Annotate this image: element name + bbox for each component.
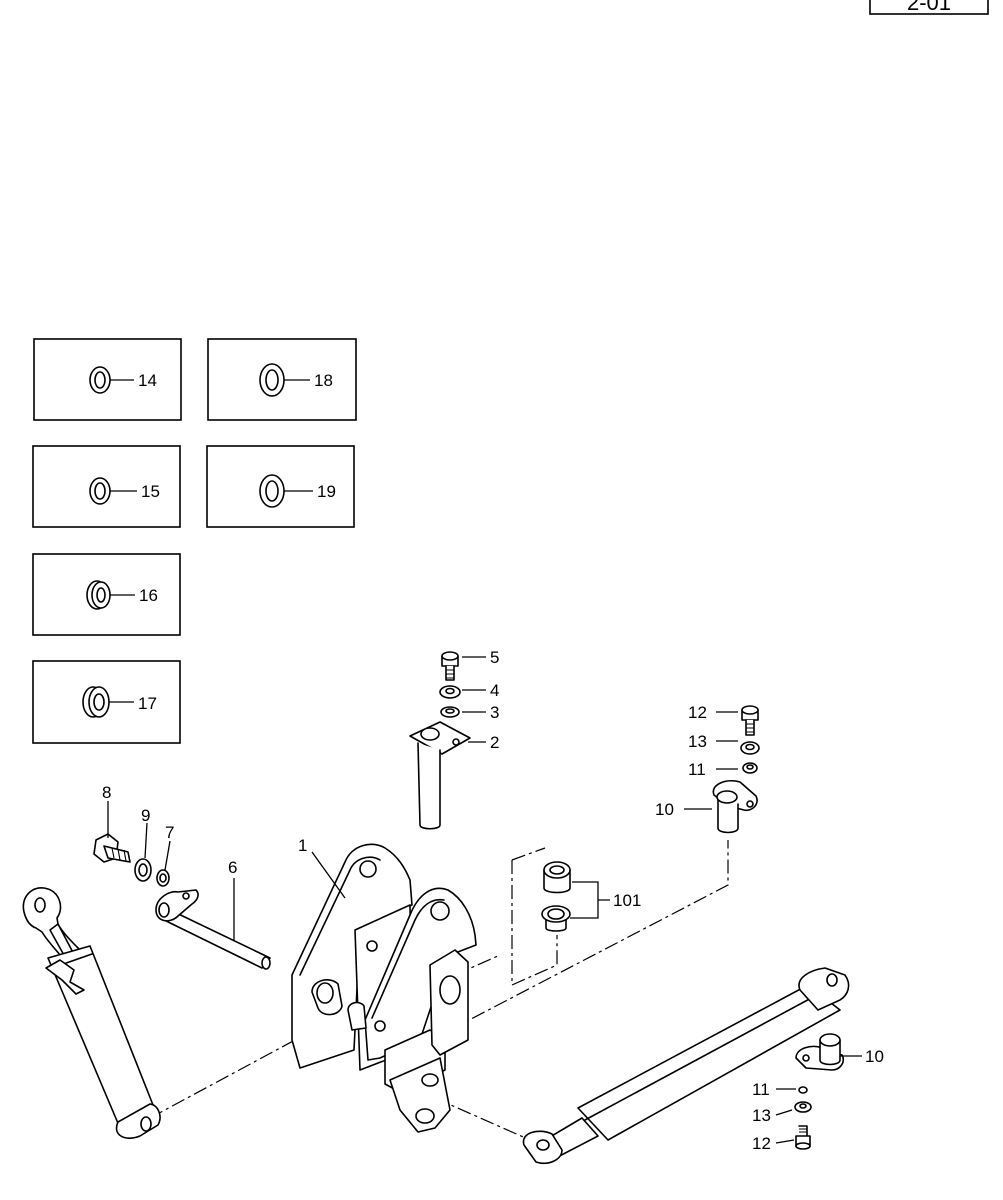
leader-lines: [107, 656, 862, 1144]
washer-13-top: [740, 741, 760, 755]
pin-10-bottom: [795, 1033, 845, 1071]
washer-7: [156, 869, 170, 887]
label-10-bottom: 10: [865, 1047, 884, 1066]
label-13-top: 13: [688, 732, 707, 751]
inset-box-16: 16: [32, 553, 181, 636]
label-5: 5: [490, 648, 499, 667]
label-11-bottom: 11: [752, 1080, 770, 1099]
inset-label-17: 17: [138, 694, 157, 713]
inset-box-17: 17: [32, 660, 181, 744]
inset-box-19: 19: [206, 445, 355, 528]
inset-label-15: 15: [141, 482, 160, 501]
pin-10-top: [712, 780, 758, 834]
bolt-5: [441, 651, 459, 681]
label-6: 6: [228, 858, 237, 877]
bolt-12-bottom: [795, 1125, 811, 1150]
label-8: 8: [102, 783, 111, 802]
label-12-bottom: 12: [752, 1134, 771, 1153]
label-10-top: 10: [655, 800, 674, 819]
page-id-text: 2-01: [907, 0, 951, 15]
pin-6: [155, 889, 271, 970]
callout-labels: 5 4 3 2 1 6 8 9 7 12 13 11 10 101 10 11 …: [102, 648, 884, 1153]
bracket-1: [291, 843, 477, 1133]
right-hydraulic-cylinder: [522, 967, 850, 1165]
label-9: 9: [141, 806, 150, 825]
washer-11-bottom: [798, 1086, 808, 1094]
pin-2: [409, 721, 471, 830]
label-4: 4: [490, 681, 499, 700]
label-3: 3: [490, 703, 499, 722]
label-2: 2: [490, 733, 499, 752]
inset-box-15: 15: [32, 445, 181, 528]
label-101: 101: [613, 891, 641, 910]
washer-13-bottom: [794, 1101, 812, 1113]
washer-11-top: [742, 762, 758, 774]
label-7: 7: [165, 823, 174, 842]
label-11-top: 11: [688, 760, 706, 779]
bolt-12-top: [741, 705, 759, 736]
washer-4: [439, 685, 461, 699]
inset-box-18: 18: [207, 338, 357, 421]
inset-label-18: 18: [314, 371, 333, 390]
inset-box-14: 14: [33, 338, 182, 421]
label-13-bottom: 13: [752, 1106, 771, 1125]
washer-19-icon: [259, 474, 285, 508]
bolt-8: [93, 833, 131, 863]
washer-15-icon: [89, 477, 111, 505]
label-1: 1: [298, 836, 307, 855]
page-id-tag: 2-01: [869, 0, 989, 15]
washer-14-icon: [89, 366, 111, 394]
inset-label-14: 14: [138, 371, 157, 390]
left-hydraulic-cylinder: [22, 887, 161, 1139]
washer-9: [134, 858, 152, 882]
inset-label-19: 19: [317, 482, 336, 501]
washer-18-icon: [259, 363, 285, 397]
bushings-101: [541, 861, 571, 932]
label-12-top: 12: [688, 703, 707, 722]
washer-3: [440, 706, 460, 718]
inset-label-16: 16: [139, 586, 158, 605]
